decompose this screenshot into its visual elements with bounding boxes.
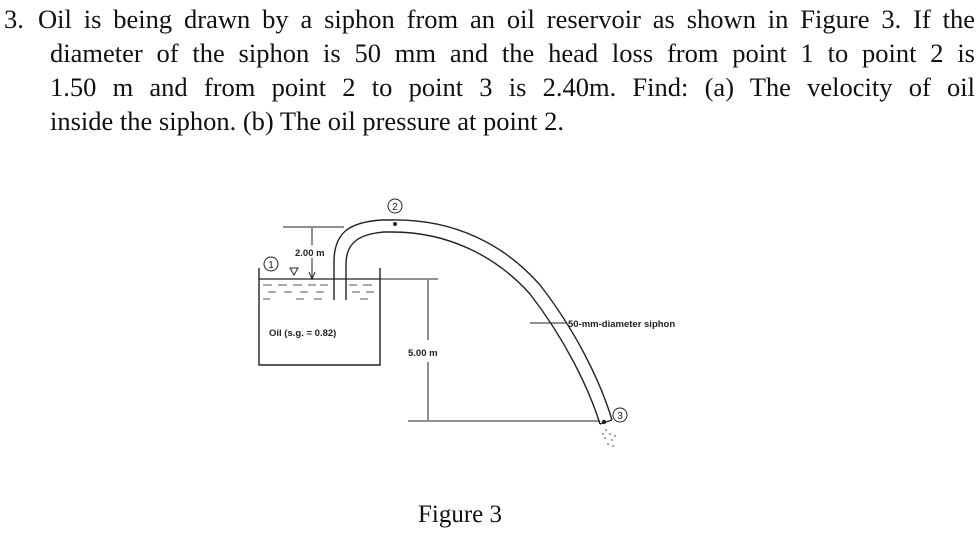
fluid-label: Oil (s.g. = 0.82) xyxy=(269,328,336,339)
problem-line-1: Oil is being drawn by a siphon from an o… xyxy=(38,4,975,34)
discharge-spray xyxy=(602,429,616,447)
problem-line-2: diameter of the siphon is 50 mm and the … xyxy=(50,38,975,68)
dim-2m-label: 2.00 m xyxy=(295,248,325,259)
problem-line-3: 1.50 m and from point 2 to point 3 is 2.… xyxy=(50,72,975,102)
figure-caption: Figure 3 xyxy=(418,501,503,528)
point-2-marker xyxy=(387,198,403,214)
dim-5m-label: 5.00 m xyxy=(408,348,438,359)
point-1-marker xyxy=(263,256,279,272)
point-3-label: 3 xyxy=(617,411,623,422)
surface-hatching xyxy=(263,284,374,300)
siphon-wall-outer xyxy=(333,219,613,421)
point-1-label: 1 xyxy=(268,260,274,271)
reservoir-tank xyxy=(258,268,381,366)
siphon-label: 50-mm-diameter siphon xyxy=(568,319,675,330)
point-2-dot xyxy=(393,222,397,226)
point-3-dot xyxy=(601,419,607,425)
siphon-wall-inner xyxy=(345,231,601,425)
free-surface-symbol xyxy=(289,267,299,277)
problem-number: 3. xyxy=(4,4,24,34)
point-3-marker xyxy=(612,407,628,423)
point-2-label: 2 xyxy=(392,202,398,213)
dim-2m-arrow xyxy=(308,271,316,281)
problem-line-4: inside the siphon. (b) The oil pressure … xyxy=(50,106,564,136)
